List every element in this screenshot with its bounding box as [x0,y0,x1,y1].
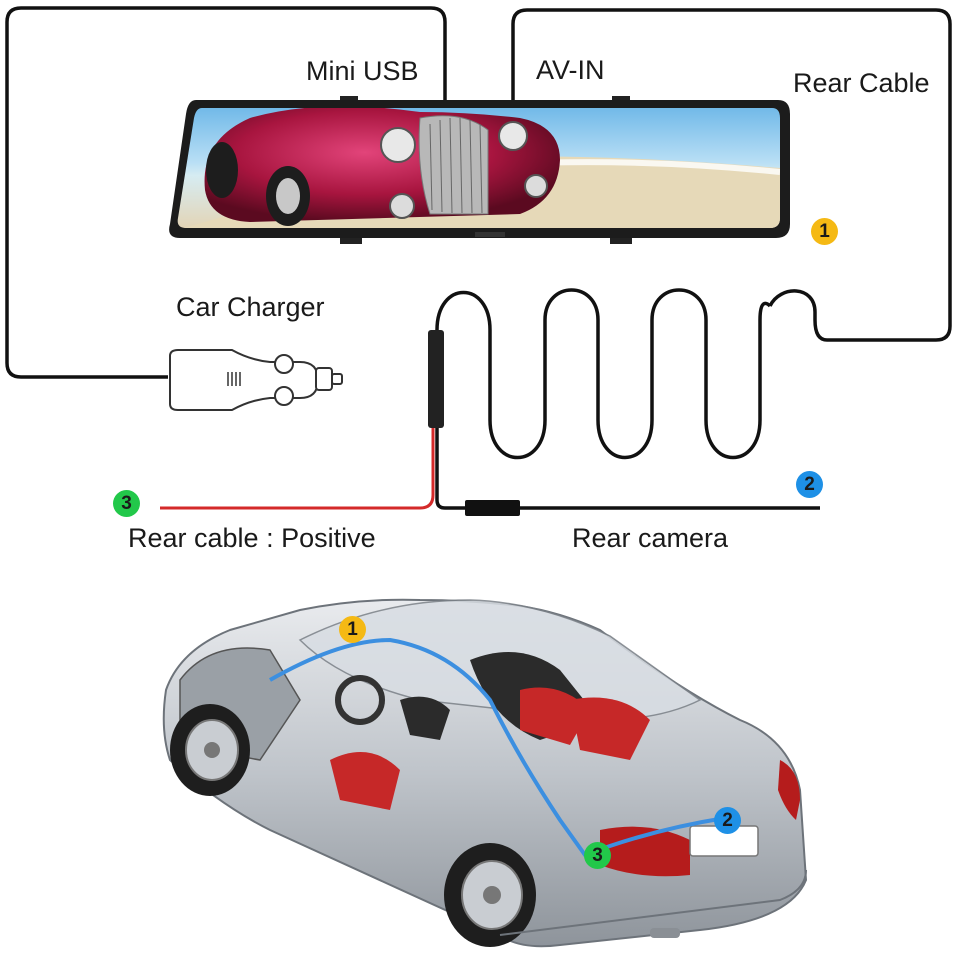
rear-wheel [444,843,536,947]
badge-1-car: 1 [339,616,366,643]
positive-wire [160,428,435,510]
car-charger-label: Car Charger [176,292,325,322]
rear-camera-label: Rear camera [572,523,729,553]
badge-3-car: 3 [584,842,611,869]
rear-positive-label: Rear cable : Positive [128,523,376,553]
av-in-label: AV-IN [536,55,605,85]
cable-route-line [269,637,726,858]
inline-connector [428,330,444,428]
car-cutaway [162,598,808,948]
badge-3-positive: 3 [113,490,140,517]
mini-usb-cable [5,6,447,379]
badge-2-rear-camera: 2 [796,471,823,498]
rear-camera-wire [435,428,820,510]
car-charger-plug [169,349,343,411]
mini-usb-label: Mini USB [306,56,419,86]
badge-2-car: 2 [714,807,741,834]
badge-1-mirror: 1 [811,218,838,245]
av-in-cable [511,8,952,342]
rear-cable-label: Rear Cable [793,68,930,98]
mirror-dashcam [169,96,791,244]
coiled-rear-wire [435,288,772,460]
rear-camera-connector [465,500,520,516]
front-wheel [170,704,250,796]
